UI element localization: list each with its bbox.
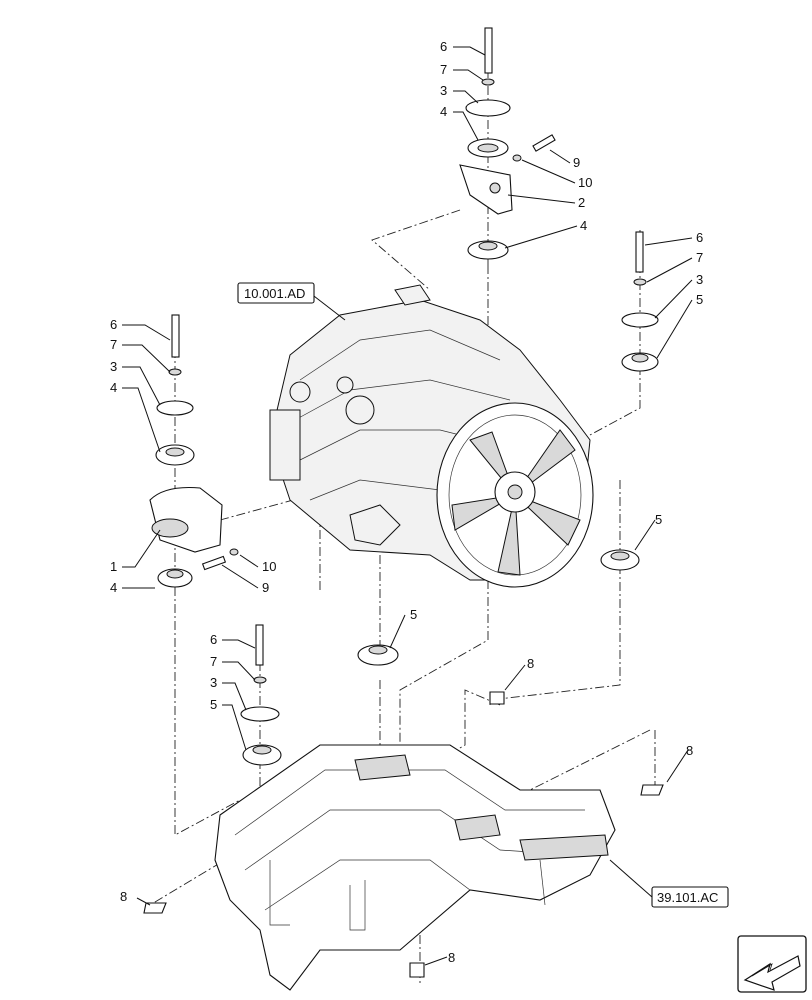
callout-3: 3 bbox=[440, 83, 447, 98]
engine-assembly bbox=[269, 284, 594, 588]
callout-4: 4 bbox=[580, 218, 587, 233]
callout-6: 6 bbox=[110, 317, 117, 332]
left-mount-stack bbox=[149, 314, 239, 588]
mount-5-center bbox=[357, 644, 399, 666]
bolt-6-left bbox=[171, 314, 180, 358]
ref-box-frame[interactable]: 39.101.AC bbox=[651, 886, 729, 908]
callout-6: 6 bbox=[210, 632, 217, 647]
callout-9: 9 bbox=[262, 580, 269, 595]
washer-7-left bbox=[168, 368, 182, 376]
top-mount-stack bbox=[459, 27, 556, 260]
callout-5: 5 bbox=[696, 292, 703, 307]
callout-7: 7 bbox=[440, 62, 447, 77]
callout-8: 8 bbox=[120, 889, 127, 904]
washer-7-lower bbox=[253, 676, 267, 684]
right-mount-stack bbox=[621, 231, 659, 372]
callout-4: 4 bbox=[110, 580, 117, 595]
washer-10-top bbox=[512, 154, 522, 162]
stoppers bbox=[143, 691, 664, 978]
callout-7: 7 bbox=[210, 654, 217, 669]
arrow-orientation-icon bbox=[737, 935, 807, 993]
stopper-8-c bbox=[143, 902, 167, 914]
callout-8: 8 bbox=[448, 950, 455, 965]
callout-10: 10 bbox=[578, 175, 592, 190]
plate-3-top bbox=[465, 99, 511, 117]
bolt-6-lower bbox=[255, 624, 264, 666]
ref-label-engine[interactable]: 10.001.AD bbox=[244, 286, 305, 301]
stopper-8-b bbox=[640, 784, 664, 796]
lower-left-stack bbox=[240, 624, 282, 766]
callout-10: 10 bbox=[262, 559, 276, 574]
callout-4: 4 bbox=[440, 104, 447, 119]
callout-8: 8 bbox=[527, 656, 534, 671]
callout-7: 7 bbox=[696, 250, 703, 265]
callout-3: 3 bbox=[210, 675, 217, 690]
washer-10-left bbox=[229, 548, 239, 556]
callout-3: 3 bbox=[696, 272, 703, 287]
plate-3-left bbox=[156, 400, 194, 416]
bolt-9-left bbox=[201, 555, 227, 571]
callout-8: 8 bbox=[686, 743, 693, 758]
washer-7-top bbox=[481, 78, 495, 86]
bolt-9-top bbox=[532, 134, 556, 152]
bolt-6-top bbox=[484, 27, 493, 74]
leader-lines bbox=[122, 46, 693, 966]
callout-6: 6 bbox=[440, 39, 447, 54]
callout-2: 2 bbox=[578, 195, 585, 210]
plate-3-right bbox=[621, 312, 659, 328]
plate-3-lower bbox=[240, 706, 280, 722]
callout-6: 6 bbox=[696, 230, 703, 245]
callout-5: 5 bbox=[210, 697, 217, 712]
callout-1: 1 bbox=[110, 559, 117, 574]
bracket-2 bbox=[459, 164, 513, 215]
callout-4: 4 bbox=[110, 380, 117, 395]
callout-labels: 6 7 3 4 9 10 2 4 6 7 3 5 6 7 3 4 1 10 9 … bbox=[110, 39, 703, 965]
callout-5: 5 bbox=[655, 512, 662, 527]
callout-3: 3 bbox=[110, 359, 117, 374]
callout-7: 7 bbox=[110, 337, 117, 352]
stopper-8-a bbox=[489, 691, 505, 705]
bolt-6-right bbox=[635, 231, 644, 273]
callout-9: 9 bbox=[573, 155, 580, 170]
frame-assembly bbox=[214, 744, 616, 991]
ref-label-frame[interactable]: 39.101.AC bbox=[657, 890, 718, 905]
stopper-8-d bbox=[409, 962, 425, 978]
lower-mounts bbox=[357, 549, 640, 666]
callout-5: 5 bbox=[410, 607, 417, 622]
washer-7-right bbox=[633, 278, 647, 286]
ref-box-engine[interactable]: 10.001.AD bbox=[237, 282, 315, 304]
